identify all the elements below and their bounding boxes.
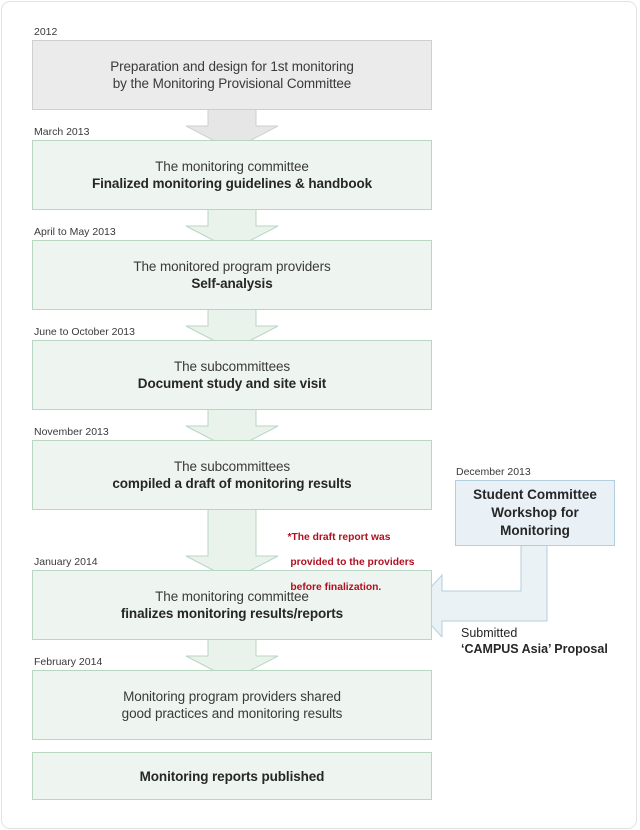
flow-step-line: The subcommittees — [173, 359, 291, 374]
flow-step-line: The monitoring committee — [155, 159, 309, 174]
side-box-line: Workshop for — [491, 505, 579, 520]
date-label-workshop: December 2013 — [456, 466, 531, 478]
flow-step-box-march2013: The monitoring committee Finalized monit… — [32, 140, 432, 210]
flow-step-line: finalizes monitoring results/reports — [120, 606, 344, 621]
flow-step-line: The monitored program providers — [133, 259, 331, 274]
flow-step-box-november2013: The subcommittees compiled a draft of mo… — [32, 440, 432, 510]
flow-step-line: The monitoring committee — [155, 589, 309, 604]
date-label-1: March 2013 — [34, 126, 90, 138]
submitted-proposal-caption: Submitted ‘CAMPUS Asia’ Proposal — [461, 626, 608, 657]
flow-step-line: compiled a draft of monitoring results — [112, 476, 352, 491]
note-line-3: before finalization. — [287, 582, 382, 594]
flow-step-line: The subcommittees — [173, 459, 291, 474]
flow-step-line: Self-analysis — [191, 276, 273, 291]
note-line-2: provided to the providers — [287, 557, 415, 569]
flow-step-line: by the Monitoring Provisional Committee — [112, 76, 352, 91]
date-label-5: January 2014 — [34, 556, 98, 568]
side-box-line: Student Committee — [473, 487, 597, 502]
note-line-1: *The draft report was — [287, 532, 391, 544]
flow-step-box-january2014: The monitoring committee finalizes monit… — [32, 570, 432, 640]
flow-step-line: Finalized monitoring guidelines & handbo… — [91, 176, 373, 191]
date-label-3: June to October 2013 — [34, 326, 135, 338]
flow-step-box-april2013: The monitored program providers Self-ana… — [32, 240, 432, 310]
flow-step-box-february2014: Monitoring program providers shared good… — [32, 670, 432, 740]
flow-step-line: Document study and site visit — [137, 376, 327, 391]
date-label-6: February 2014 — [34, 656, 103, 668]
flow-step-box-2012: Preparation and design for 1st monitorin… — [32, 40, 432, 110]
flow-step-line: good practices and monitoring results — [121, 706, 343, 721]
side-box-student-committee-workshop: Student Committee Workshop for Monitorin… — [455, 480, 615, 546]
arrow-connector-november2013-to-january2014 — [186, 506, 278, 580]
draft-report-note: *The draft report was provided to the pr… — [276, 520, 414, 607]
flow-step-line: Monitoring reports published — [139, 768, 325, 784]
date-label-2: April to May 2013 — [34, 226, 116, 238]
flow-step-box-reports-published: Monitoring reports published — [32, 752, 432, 800]
flow-step-box-june2013: The subcommittees Document study and sit… — [32, 340, 432, 410]
date-label-4: November 2013 — [34, 426, 109, 438]
caption-line-proposal: ‘CAMPUS Asia’ Proposal — [461, 641, 608, 656]
flow-step-line: Monitoring program providers shared — [123, 689, 341, 704]
flow-step-line: Preparation and design for 1st monitorin… — [110, 59, 354, 74]
caption-line-submitted: Submitted — [461, 626, 518, 640]
arrow-connector-workshop-to-january2014 — [414, 545, 548, 637]
date-label-0: 2012 — [34, 26, 58, 38]
side-box-line: Monitoring — [500, 523, 570, 538]
